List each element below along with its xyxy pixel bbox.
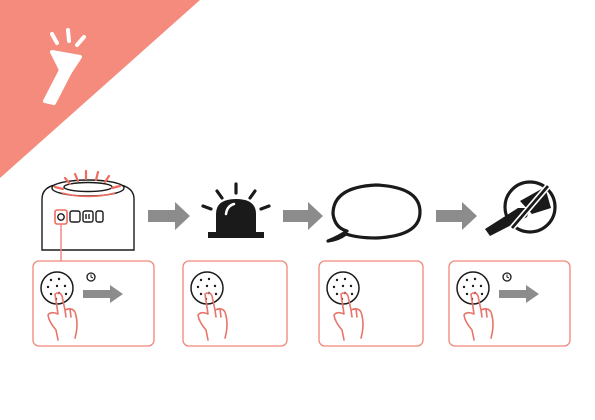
grille-dot: [474, 278, 476, 280]
grille-dot: [463, 286, 465, 288]
grille-dot: [466, 279, 468, 281]
speaker-device-icon: [42, 171, 134, 250]
speech-bubble-icon: [328, 185, 420, 241]
grille-dot: [208, 278, 210, 280]
flow-arrow-1: [148, 202, 190, 230]
flow-arrow-2: [283, 202, 323, 230]
step-panels: [33, 261, 570, 346]
grille-dot: [466, 293, 468, 295]
flow-arrow-3: [436, 202, 477, 230]
grille-dot: [215, 293, 217, 295]
siren-alarm-icon: [203, 184, 269, 238]
grille-dot: [65, 293, 67, 295]
grille-dot: [342, 285, 344, 287]
grille-dot: [472, 285, 474, 287]
grille-dot: [206, 285, 208, 287]
grille-dot: [480, 285, 482, 287]
corner-triangle: [0, 0, 200, 178]
grille-dot: [197, 286, 199, 288]
flow-arrows: [148, 202, 477, 230]
grille-dot: [351, 293, 353, 295]
flashlight-off-icon: [485, 182, 555, 236]
grille-dot: [350, 285, 352, 287]
grille-dot: [214, 285, 216, 287]
corner-flashlight-badge: [0, 0, 200, 178]
grille-dot: [200, 293, 202, 295]
grille-dot: [200, 279, 202, 281]
grille-dot: [50, 293, 52, 295]
grille-dot: [344, 278, 346, 280]
grille-dot: [336, 293, 338, 295]
grille-dot: [47, 286, 49, 288]
grille-dot: [333, 286, 335, 288]
grille-dot: [56, 285, 58, 287]
grille-dot: [481, 293, 483, 295]
grille-dot: [50, 279, 52, 281]
grille-dot: [336, 279, 338, 281]
grille-dot: [58, 278, 60, 280]
grille-dot: [64, 285, 66, 287]
